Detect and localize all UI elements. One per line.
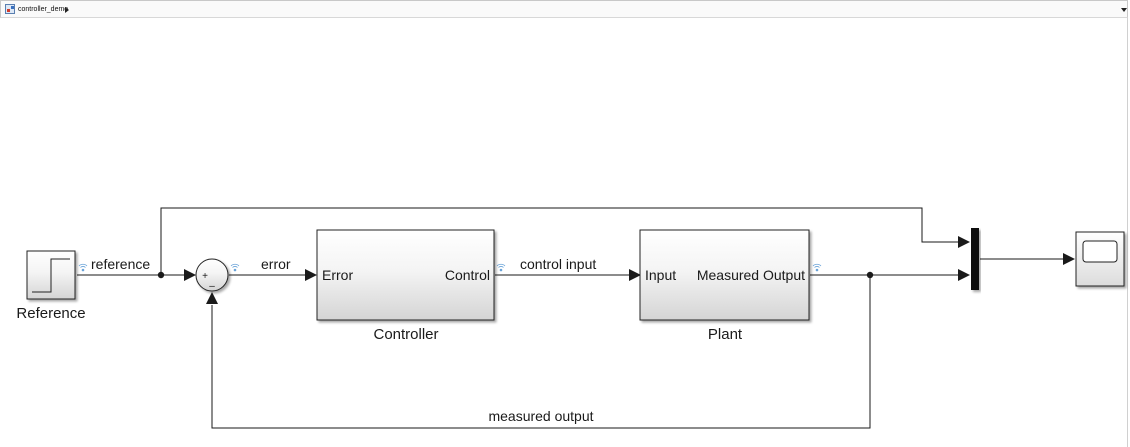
- controller-block-label: Controller: [373, 326, 438, 343]
- branch-point-reference: [157, 271, 165, 279]
- sum-plus-sign: +: [202, 271, 208, 282]
- canvas-right-border: [1127, 18, 1128, 447]
- signal-logging-icon: [812, 263, 822, 272]
- sum-block[interactable]: [195, 258, 229, 292]
- scope-block[interactable]: [1075, 231, 1125, 287]
- simulink-model-icon[interactable]: [5, 4, 15, 14]
- breadcrumb-model-name[interactable]: controller_demo: [18, 6, 69, 13]
- signal-line-feedback[interactable]: [211, 275, 871, 429]
- signal-label-error[interactable]: error: [261, 256, 291, 272]
- controller-block[interactable]: [316, 229, 495, 321]
- arrowhead-mux-in-2: [958, 269, 970, 281]
- signal-line-reference-branch[interactable]: [160, 207, 958, 275]
- signal-label-control-input[interactable]: control input: [520, 256, 596, 272]
- dropdown-arrow-icon[interactable]: [1121, 8, 1127, 12]
- signal-logging-icon: [78, 263, 88, 272]
- signal-label-reference[interactable]: reference: [91, 256, 150, 272]
- signal-logging-icon: [496, 263, 506, 272]
- reference-block[interactable]: [26, 250, 76, 300]
- step-signal-icon: [32, 258, 70, 293]
- controller-output-port-label: Control: [445, 267, 490, 283]
- arrowhead-plant-in: [629, 269, 641, 281]
- plant-block-label: Plant: [708, 326, 743, 343]
- chevron-right-icon[interactable]: [65, 7, 69, 13]
- scope-display-icon: [1082, 240, 1118, 263]
- arrowhead-sum-minus: [206, 292, 218, 304]
- arrowhead-sum-plus: [184, 269, 196, 281]
- controller-input-port-label: Error: [322, 267, 353, 283]
- branch-point-measured-output: [866, 271, 874, 279]
- arrowhead-mux-in-1: [958, 236, 970, 248]
- signal-logging-icon: [230, 263, 240, 272]
- arrowhead-scope-in: [1063, 253, 1075, 265]
- signal-label-measured-output[interactable]: measured output: [488, 408, 593, 424]
- breadcrumb-bar: controller_demo: [0, 0, 1128, 18]
- sum-minus-sign: –: [209, 281, 215, 292]
- mux-bar-icon[interactable]: [971, 228, 979, 290]
- plant-output-port-label: Measured Output: [697, 267, 805, 283]
- plant-input-port-label: Input: [645, 267, 676, 283]
- plant-block[interactable]: [639, 229, 810, 321]
- arrowhead-controller-in: [305, 269, 317, 281]
- reference-block-label: Reference: [16, 305, 85, 322]
